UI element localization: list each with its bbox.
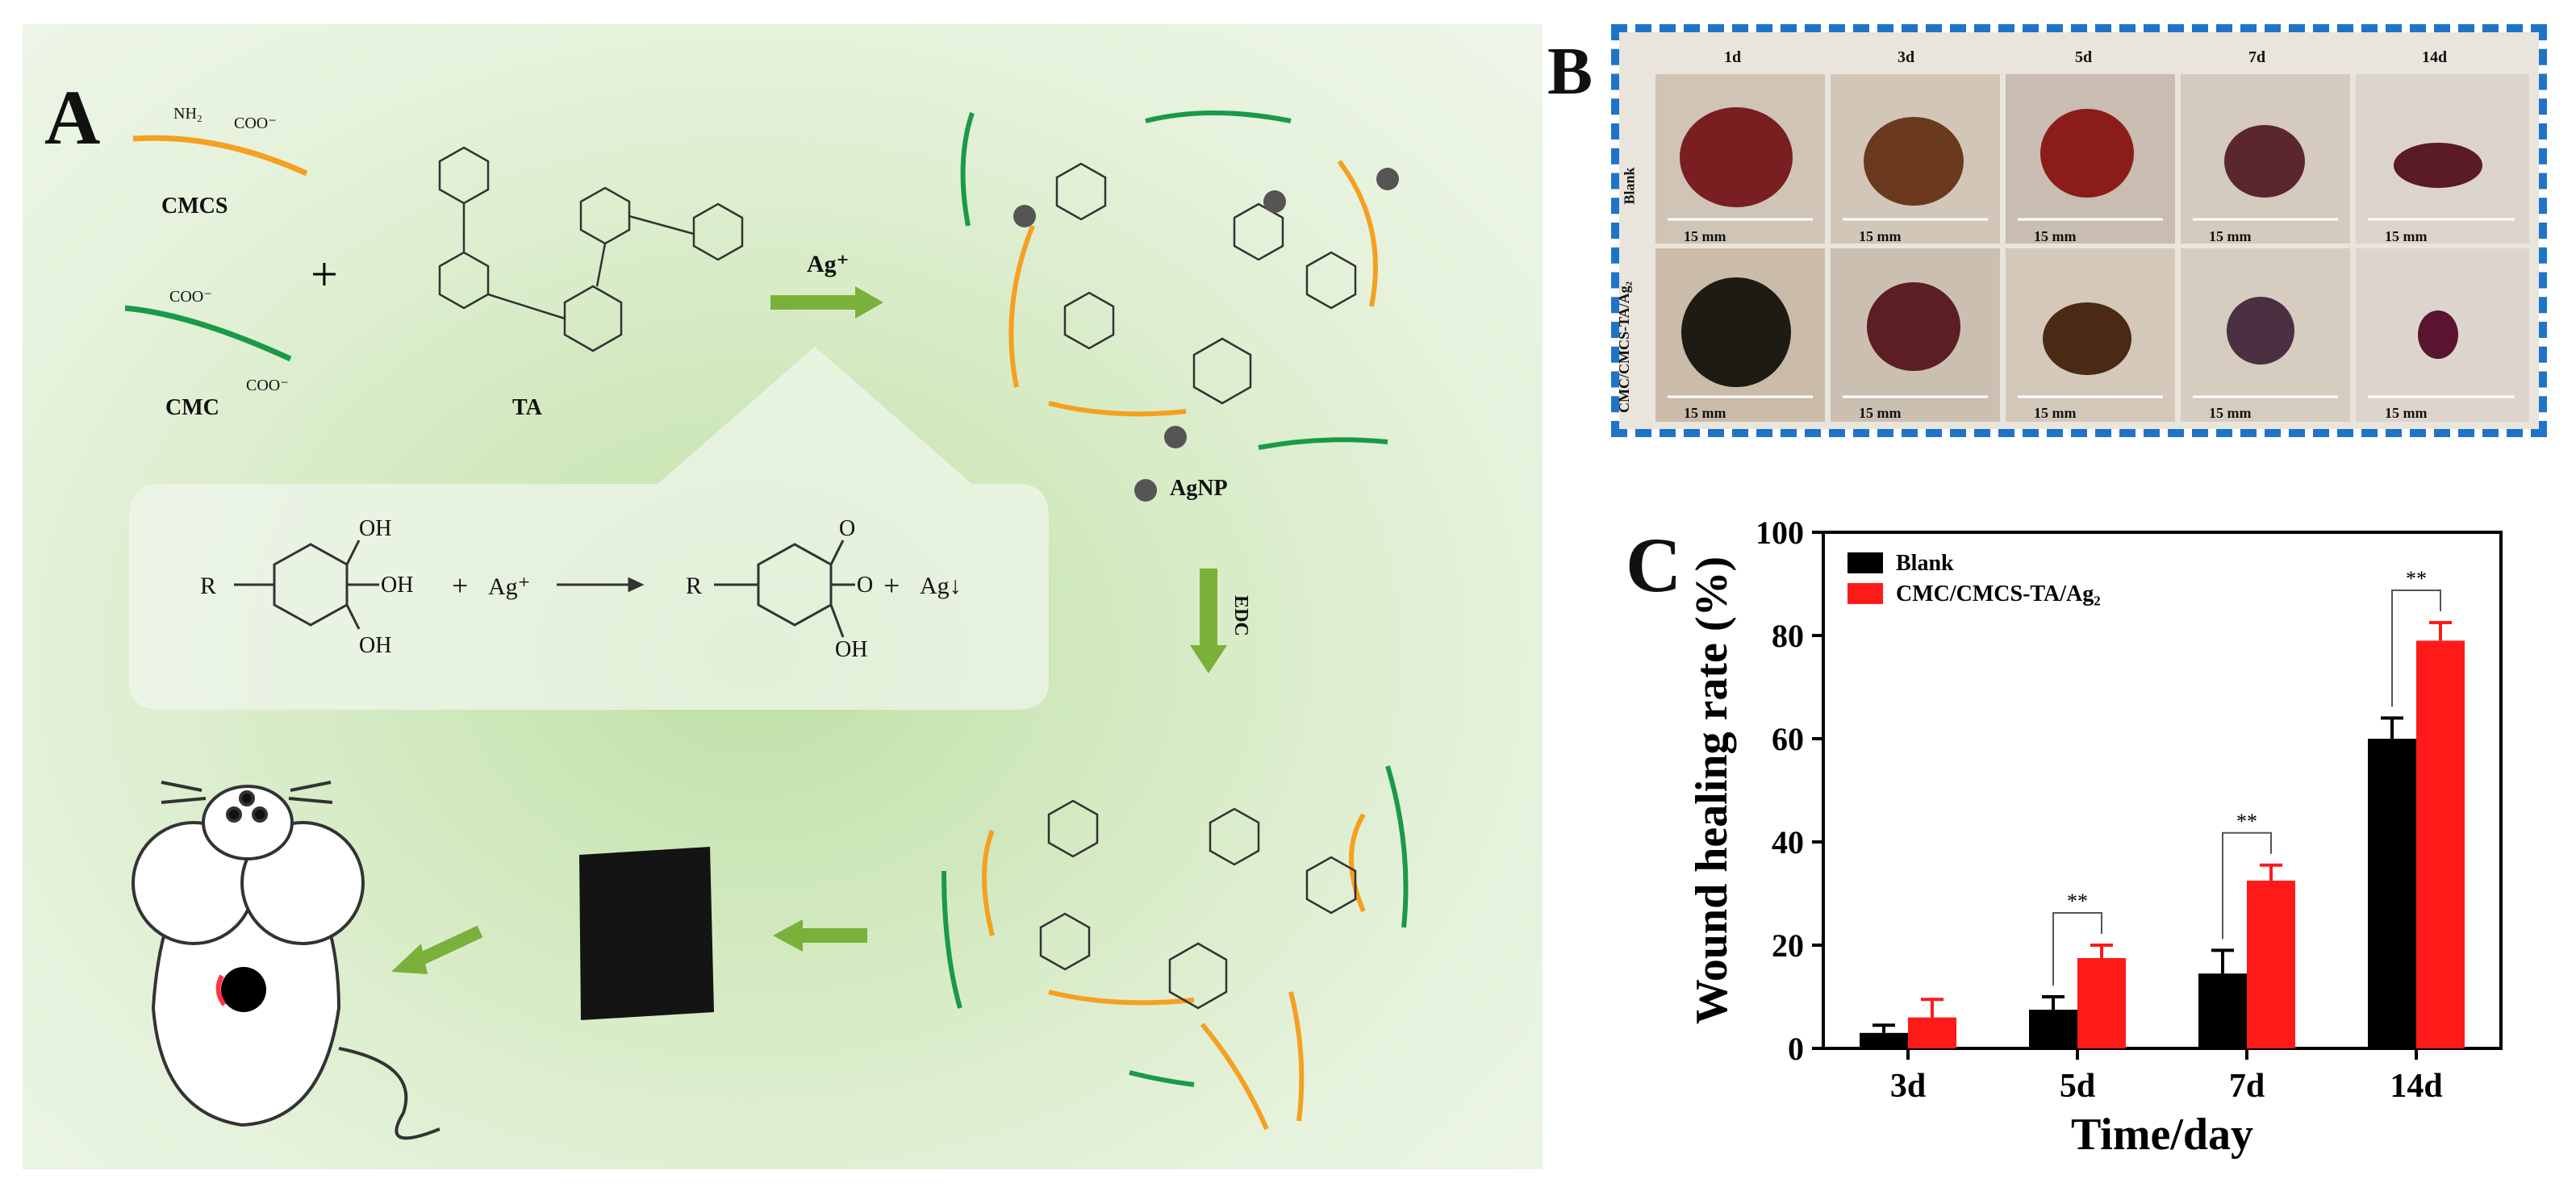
legend-label: CMC/CMCS-TA/Ag₂ (1896, 581, 2101, 606)
wound-blank-7d (2224, 125, 2305, 198)
bar-treated-5d (2077, 958, 2126, 1048)
legend-swatch (1847, 583, 1883, 604)
wound-blank-5d (2040, 109, 2134, 198)
scale-label-treated-7d: 15 mm (2209, 405, 2252, 421)
scale-label-treated-1d: 15 mm (1684, 405, 1726, 421)
ag-ion-label: Ag⁺ (807, 251, 850, 277)
scale-label-blank-1d: 15 mm (1684, 228, 1726, 244)
wound-treated-1d (1681, 277, 1791, 387)
wound-healing-chart: 0 20 40 60 80 100 3d 5d ** 7d ** 14d ** BlankCMC/CMCS… (1687, 515, 2503, 1160)
reaction-callout (129, 347, 1049, 710)
significance-marker: ** (2406, 567, 2427, 590)
reaction-ag-solid: Ag↓ (920, 573, 962, 599)
scale-label-treated-5d: 15 mm (2034, 405, 2077, 421)
synthesis-scheme: + (124, 110, 1409, 1140)
ta-label: TA (512, 395, 542, 420)
significance-bracket (2052, 912, 2102, 985)
edc-label: EDC (1230, 595, 1251, 636)
reaction-oh-2: OH (381, 573, 414, 598)
reaction-o-1: O (839, 516, 856, 541)
significance-bracket (2222, 831, 2272, 940)
agnp-composite (960, 110, 1399, 502)
agnp-label: AgNP (1170, 476, 1228, 501)
day-header-1d: 1d (1724, 48, 1742, 66)
cmc-chain (124, 305, 292, 362)
y-tick-label: 40 (1772, 824, 1804, 860)
x-tick-label: 14d (2390, 1068, 2442, 1105)
reaction-r-left: R (200, 573, 217, 599)
wound-treated-14d (2418, 310, 2458, 359)
significance-marker: ** (2067, 890, 2088, 913)
y-tick-label: 0 (1788, 1031, 1804, 1067)
agnp-legend-dot (1134, 479, 1157, 502)
nh2-label: NH₂ (173, 105, 202, 123)
scale-label-blank-5d: 15 mm (2034, 228, 2077, 244)
reaction-plus-1: + (452, 569, 469, 602)
coo-label-1: COO⁻ (234, 115, 277, 132)
scale-label-treated-14d: 15 mm (2385, 405, 2428, 421)
wound-blank-14d (2394, 143, 2482, 188)
left-arrow-2 (416, 925, 483, 966)
x-axis-label: Time/day (2071, 1110, 2253, 1160)
legend-swatch (1847, 552, 1883, 573)
wound-blank-1d (1680, 107, 1793, 207)
bar-treated-3d (1908, 1017, 1956, 1048)
bar-treated-7d (2247, 881, 2295, 1048)
reaction-plus-2: + (883, 569, 900, 602)
scale-label-blank-7d: 15 mm (2209, 228, 2252, 244)
significance-bracket (2391, 590, 2441, 707)
wound-photos (1655, 74, 2529, 422)
plus-sign: + (311, 248, 338, 301)
y-tick-label: 100 (1756, 515, 1804, 551)
day-header-5d: 5d (2075, 48, 2093, 66)
cmcs-chain (132, 135, 308, 177)
cmc-label: CMC (165, 395, 219, 420)
day-header-14d: 14d (2422, 48, 2448, 66)
reaction-oh-4: OH (835, 637, 868, 662)
day-header-3d: 3d (1898, 48, 1915, 66)
wound-treated-5d (2043, 302, 2131, 375)
mouse-illustration (132, 781, 440, 1140)
bar-treated-14d (2416, 640, 2465, 1048)
cmcs-label: CMCS (161, 194, 228, 219)
panel-c-label: C (1626, 522, 1682, 608)
bar-blank-3d (1860, 1032, 1908, 1048)
scale-label-blank-14d: 15 mm (2385, 228, 2428, 244)
wound-treated-7d (2227, 297, 2294, 365)
reaction-r-right: R (686, 573, 703, 599)
y-tick-label: 20 (1772, 927, 1804, 964)
x-tick-label: 5d (2060, 1068, 2095, 1105)
x-tick-label: 3d (1890, 1068, 1926, 1105)
scale-label-treated-3d: 15 mm (1859, 405, 1902, 421)
panel-b-label: B (1547, 34, 1593, 109)
coo-label-3: COO⁻ (246, 377, 289, 394)
scale-label-blank-3d: 15 mm (1859, 228, 1902, 244)
reaction-oh-3: OH (359, 633, 392, 658)
wound-treated-3d (1867, 282, 1960, 371)
day-header-7d: 7d (2248, 48, 2266, 66)
x-tick-label: 7d (2229, 1068, 2265, 1105)
reaction-oh-1: OH (359, 516, 392, 541)
crosslinked-network (941, 765, 1409, 1131)
plot-frame (1822, 531, 2503, 1050)
coo-label-2: COO⁻ (169, 288, 212, 306)
bar-blank-5d (2029, 1010, 2077, 1048)
bar-blank-7d (2198, 973, 2247, 1048)
y-axis-label: Wound healing rate (%) (1687, 556, 1737, 1024)
ta-molecule (438, 146, 744, 352)
legend-label: Blank (1896, 551, 1954, 576)
panel-a-label: A (44, 74, 101, 160)
reaction-o-2: O (857, 573, 874, 598)
y-tick-label: 80 (1772, 618, 1804, 654)
significance-marker: ** (2236, 810, 2257, 833)
bar-blank-14d (2368, 739, 2416, 1048)
hydrogel-dressing (579, 847, 714, 1020)
reaction-ag-ion: Ag⁺ (488, 573, 531, 600)
y-tick-label: 60 (1772, 721, 1804, 757)
wound-blank-3d (1864, 117, 1964, 206)
